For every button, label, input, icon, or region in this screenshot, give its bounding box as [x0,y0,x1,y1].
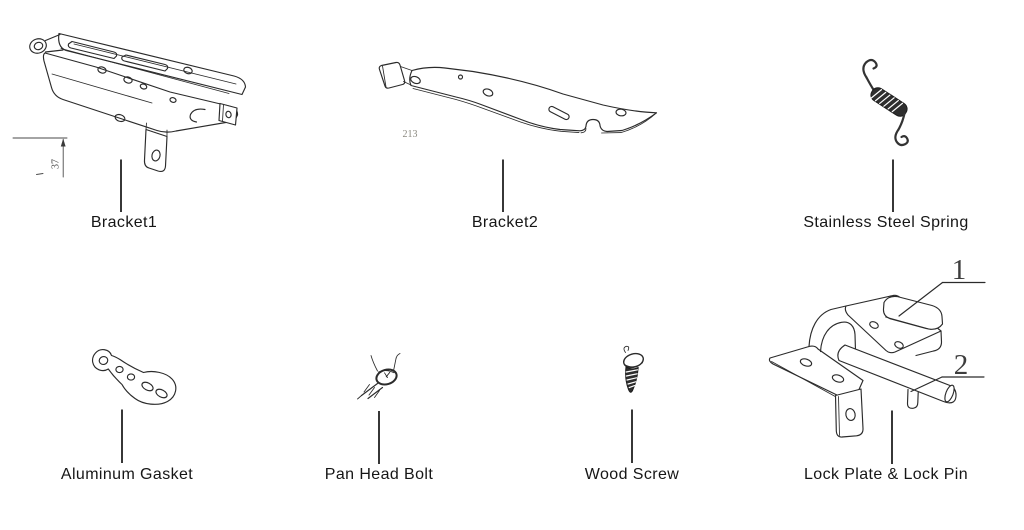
pan-head-bolt-drawing [357,353,401,400]
spring-coil [870,87,908,117]
lock-plate-lock-pin-drawing: 1 2 [768,254,986,438]
aluminum-gasket-drawing [91,349,177,405]
bracket2-drawing: 213 [378,61,658,140]
lock-pin-callout-number: 2 [954,349,969,381]
aluminum-gasket-label: Aluminum Gasket [60,466,194,483]
wood-screw-label: Wood Screw [584,466,680,483]
lock-plate-wing [768,345,864,398]
lock-plate-callout-1: 1 [898,254,986,317]
lock-plate-lock-pin-label: Lock Plate & Lock Pin [803,466,969,483]
stainless-steel-spring-drawing [862,58,909,147]
lock-plate-callout-number: 1 [952,254,967,286]
stainless-steel-spring-label: Stainless Steel Spring [803,214,969,231]
bracket1-dimension-value: 37 [51,159,62,169]
lock-plate-front-tab [834,388,864,438]
bracket2-label: Bracket2 [471,214,539,231]
pan-head-bolt-label: Pan Head Bolt [324,466,434,483]
bracket1-drawing: 37 [12,32,247,178]
lock-pin-callout-2: 2 [910,349,985,393]
bracket1-height-dimension: 37 [12,137,68,178]
bracket2-dimension-value: 213 [403,129,418,140]
wood-screw-drawing [623,345,644,393]
label-leader-lines [120,159,894,464]
lock-plate-flap [882,295,944,330]
bracket1-label: Bracket1 [90,214,158,231]
